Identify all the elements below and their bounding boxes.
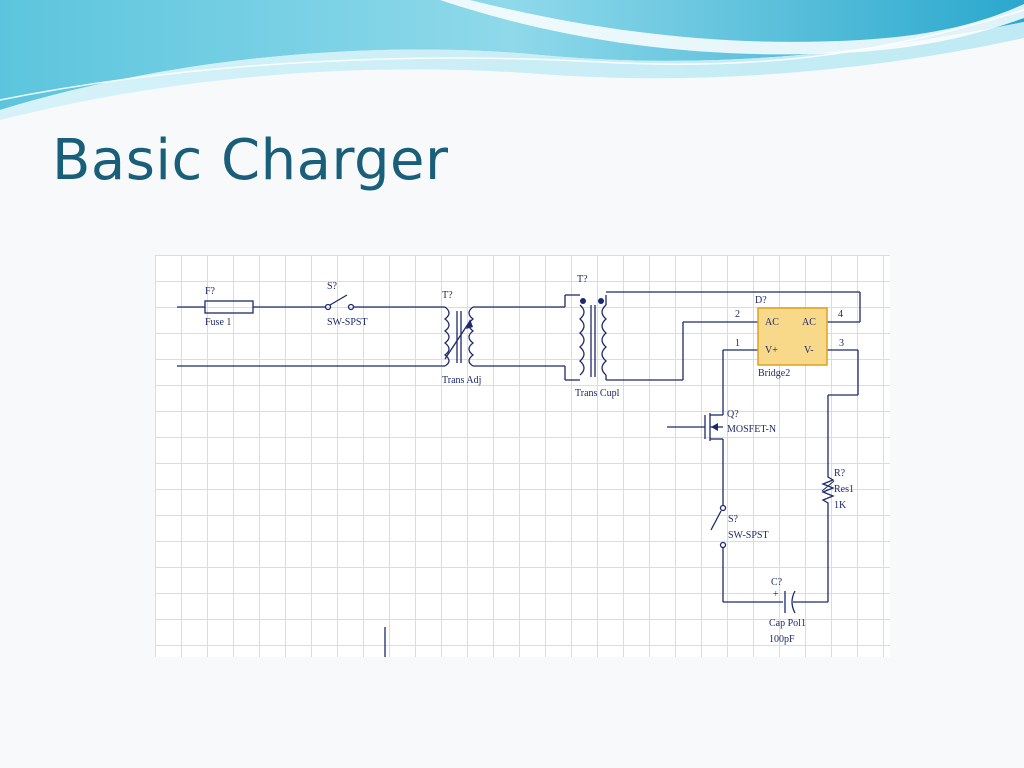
wave-band-main bbox=[0, 0, 1024, 110]
wave-line bbox=[0, 9, 1024, 101]
capacitor-value: Cap Pol1 bbox=[769, 618, 806, 629]
trans-cupl-dot-1 bbox=[580, 298, 586, 304]
resistor-zigzag bbox=[821, 473, 835, 507]
schematic-panel: F? Fuse 1 S? SW-SPST T? Trans Adj T? Tra… bbox=[155, 255, 890, 657]
trans-adj-designator: T? bbox=[442, 290, 453, 301]
trans-adj-secondary-coil bbox=[468, 306, 475, 367]
switch-1-contact-b bbox=[347, 303, 355, 311]
trans-cupl-dot-2 bbox=[598, 298, 604, 304]
trans-adj-primary-coil bbox=[443, 306, 450, 367]
bridge-pin-ac-left: AC bbox=[765, 317, 779, 328]
fuse-symbol bbox=[204, 300, 254, 314]
bridge-pin-vminus: V- bbox=[804, 345, 814, 356]
switch-2-value: SW-SPST bbox=[728, 530, 769, 541]
trans-cupl-primary-coil bbox=[579, 304, 585, 376]
wave-swoosh bbox=[440, 0, 1024, 55]
fuse-designator: F? bbox=[205, 286, 215, 297]
trans-cupl-designator: T? bbox=[577, 274, 588, 285]
capacitor-designator: C? bbox=[771, 577, 783, 588]
resistor-designator: R? bbox=[834, 468, 846, 479]
trans-cupl-secondary-coil bbox=[601, 304, 607, 376]
header-wave-decoration bbox=[0, 0, 1024, 120]
charger-schematic bbox=[177, 291, 861, 657]
mosfet-designator: Q? bbox=[727, 409, 739, 420]
bridge-pin-ac-right: AC bbox=[802, 317, 816, 328]
switch-1-value: SW-SPST bbox=[327, 317, 368, 328]
mosfet-value: MOSFET-N bbox=[727, 424, 777, 435]
wave-band-light bbox=[0, 22, 1024, 120]
switch-2-contact-b bbox=[719, 541, 727, 549]
trans-adj-value: Trans Adj bbox=[442, 375, 482, 386]
resistor-wiper bbox=[821, 480, 835, 492]
slide-title: Basic Charger bbox=[52, 128, 449, 193]
bridge-pin-number-4: 4 bbox=[838, 309, 843, 320]
switch-1-designator: S? bbox=[327, 281, 337, 292]
switch-2-designator: S? bbox=[728, 514, 738, 525]
trans-adj-arrow bbox=[444, 320, 471, 360]
bridge-pin-number-1: 1 bbox=[735, 338, 740, 349]
capacitor-capacitance: 100pF bbox=[769, 634, 795, 645]
capacitor-polarity: + bbox=[773, 589, 779, 600]
fuse-value: Fuse 1 bbox=[205, 317, 232, 328]
bridge-designator: D? bbox=[755, 295, 767, 306]
cap-plate-minus bbox=[791, 590, 796, 614]
bridge-pin-number-2: 2 bbox=[735, 309, 740, 320]
switch-2-lever bbox=[710, 510, 722, 531]
switch-2-contact-a bbox=[719, 504, 727, 512]
mosfet-body-arrow bbox=[711, 423, 718, 431]
bridge-pin-number-3: 3 bbox=[839, 338, 844, 349]
switch-1-contact-a bbox=[324, 303, 332, 311]
resistor-value: Res1 bbox=[834, 484, 854, 495]
trans-cupl-value: Trans Cupl bbox=[575, 388, 620, 399]
bridge-pin-vplus: V+ bbox=[765, 345, 778, 356]
resistor-resistance: 1K bbox=[834, 500, 847, 511]
switch-1-lever bbox=[329, 294, 348, 306]
trans-adj-arrowhead bbox=[466, 319, 473, 329]
bridge-value: Bridge2 bbox=[758, 368, 791, 379]
bridge-body bbox=[757, 307, 828, 366]
